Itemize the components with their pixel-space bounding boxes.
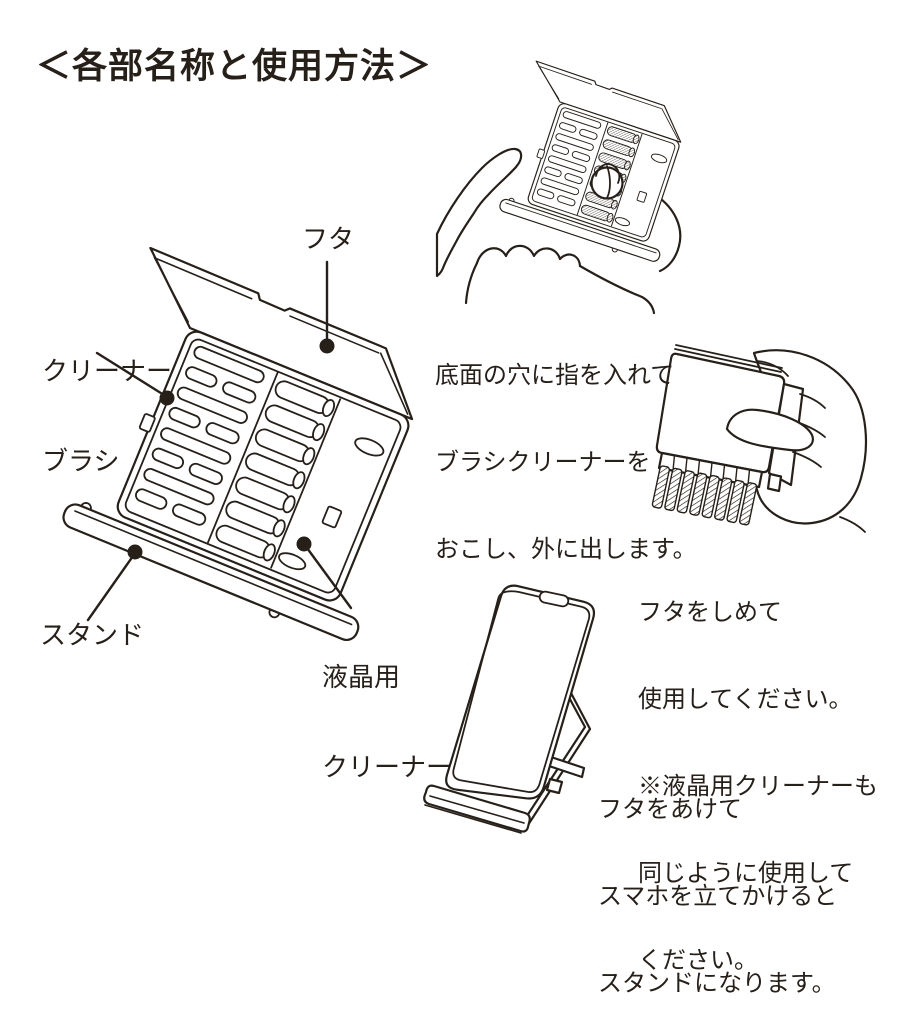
- step-line: 底面の穴に指を入れて: [435, 362, 675, 389]
- step-line: スマホを立てかけると: [598, 883, 838, 910]
- instruction-step-1: 底面の穴に指を入れて ブラシクリーナーを おこし、外に出します。: [435, 303, 697, 593]
- lcd-leader-line: [305, 546, 353, 610]
- page-title: ＜各部名称と使用方法＞: [36, 47, 433, 86]
- phone-screen-edge: [452, 590, 591, 793]
- phone-body: [445, 584, 596, 800]
- step-line: ※液晶用クリーナーも: [638, 773, 878, 800]
- step-line: スタンドになります。: [598, 970, 836, 997]
- bristles: [651, 465, 758, 526]
- thumb-over-device: [725, 408, 814, 452]
- device-spine: [674, 348, 782, 373]
- thumb-web-line: [756, 360, 789, 377]
- brush-leader-dot: [159, 390, 175, 406]
- instruction-line-art: [56, 60, 868, 834]
- step-line: 同じように使用して: [638, 860, 854, 887]
- stand-leader-line: [86, 554, 135, 622]
- bristle-ferrule: [657, 451, 764, 489]
- instruction-step-3: フタをあけて スマホを立てかけると スタンドになります。: [598, 737, 837, 1027]
- stand-leader-dot: [127, 544, 143, 560]
- step-line: フタをしめて: [638, 599, 782, 626]
- step-line: ブラシクリーナーを: [435, 449, 651, 476]
- hand-opening-case-illustration: [435, 60, 697, 315]
- label-leaders: [86, 260, 353, 622]
- label-line: クリーナー: [42, 356, 173, 386]
- phone-stand-illustration: [423, 584, 596, 834]
- step-line: おこし、外に出します。: [435, 536, 697, 563]
- label-lid: フタ: [302, 224, 355, 254]
- step-line: 使用してください。: [638, 686, 853, 713]
- phone-notch: [538, 590, 570, 608]
- label-lcd-cleaner: 液晶用 クリーナー: [322, 602, 452, 812]
- label-cleaner-brush: クリーナー ブラシ: [42, 296, 172, 506]
- thumb: [435, 147, 523, 278]
- lid-leader-dot: [319, 338, 335, 354]
- step-line: フタをあけて: [598, 796, 742, 823]
- label-line: 液晶用: [322, 662, 401, 692]
- curled-fingers: [464, 194, 682, 315]
- wrist-line: [839, 516, 866, 533]
- label-line: クリーナー: [322, 752, 453, 782]
- brush-leader-line: [95, 351, 166, 397]
- device-spine-outer: [675, 344, 783, 369]
- finger-hole: [590, 163, 624, 200]
- label-line: ブラシ: [42, 446, 120, 476]
- lcd-leader-dot: [296, 536, 312, 552]
- label-stand: スタンド: [40, 620, 145, 650]
- device-latch: [766, 472, 783, 493]
- stand-base-rail: [423, 784, 531, 834]
- brush-cleaner-in-hand-illustration: [651, 344, 868, 533]
